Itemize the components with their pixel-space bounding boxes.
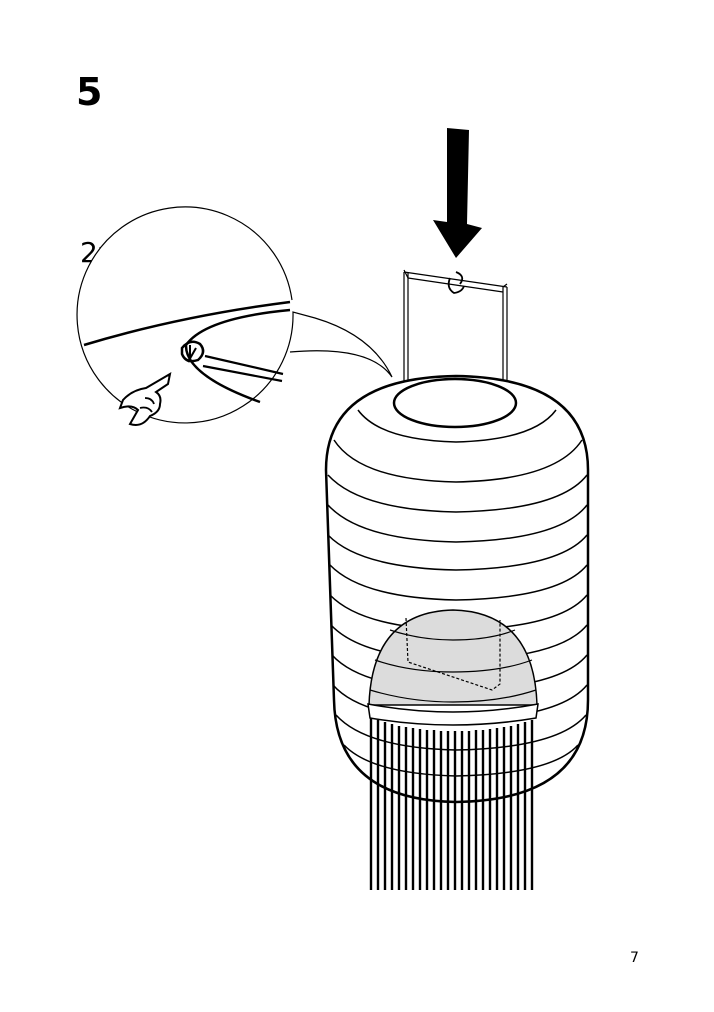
step-number: 5 [76, 70, 103, 114]
lamp-shade [324, 374, 590, 804]
arrow-down-icon [433, 128, 482, 258]
fringe-strands [369, 718, 534, 890]
inner-dome [367, 609, 539, 726]
page-number: 7 [630, 950, 639, 966]
detail-callout [76, 206, 393, 426]
